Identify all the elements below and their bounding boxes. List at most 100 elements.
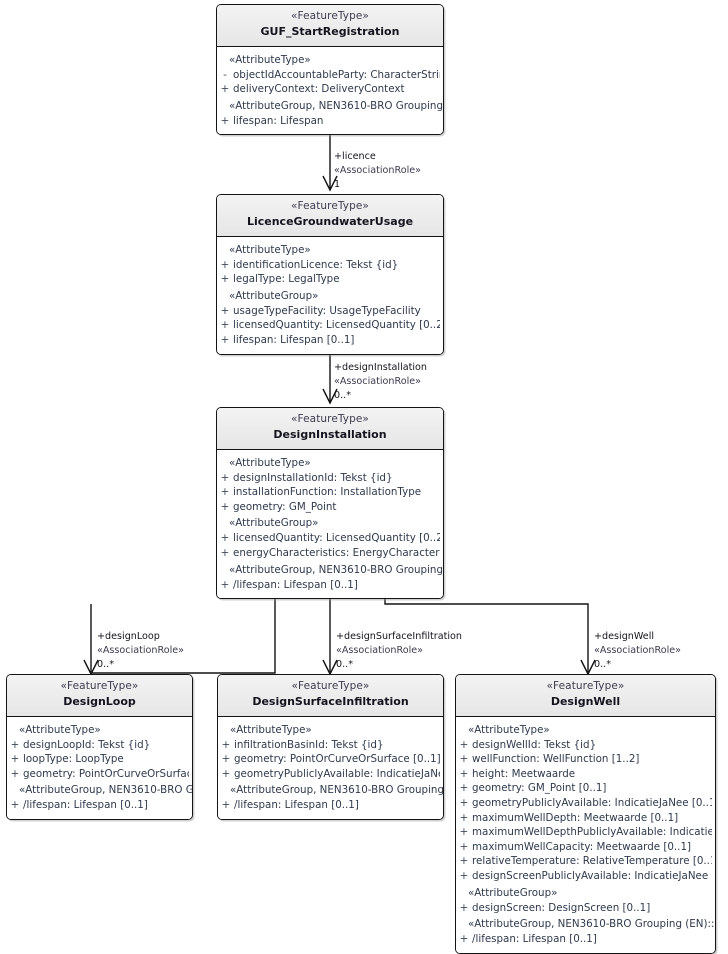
- attribute-signature: objectIdAccountableParty: CharacterStrin…: [233, 68, 440, 81]
- class-box-licencegroundwaterusage[interactable]: «FeatureType» LicenceGroundwaterUsage «A…: [216, 194, 444, 355]
- attribute-row[interactable]: + usageTypeFacility: UsageTypeFacility: [217, 304, 443, 319]
- attribute-row[interactable]: + designScreen: DesignScreen [0..1]: [456, 901, 715, 916]
- attribute-row[interactable]: + legalType: LegalType: [217, 272, 443, 287]
- visibility-marker: +: [459, 855, 469, 868]
- class-stereotype: «FeatureType»: [291, 680, 370, 692]
- visibility-marker: +: [459, 933, 469, 946]
- attribute-row[interactable]: + maximumWellDepthPubliclyAvailable: Ind…: [456, 825, 715, 840]
- visibility-marker: +: [459, 870, 469, 883]
- association-stereotype: «AssociationRole»: [334, 375, 422, 387]
- attribute-row[interactable]: + geometry: GM_Point [0..1]: [456, 781, 715, 796]
- attribute-signature: designScreenPubliclyAvailable: Indicatie…: [472, 870, 712, 883]
- attribute-row[interactable]: + geometry: GM_Point: [217, 500, 443, 515]
- attribute-signature: geometry: GM_Point: [233, 500, 337, 513]
- association-role-name: +designInstallation: [334, 362, 428, 373]
- visibility-marker: -: [223, 68, 227, 81]
- attribute-signature: lifespan: Lifespan: [233, 114, 324, 127]
- class-box-designloop[interactable]: «FeatureType» DesignLoop «AttributeType»…: [6, 674, 193, 821]
- attribute-row[interactable]: + licensedQuantity: LicensedQuantity [0.…: [217, 531, 443, 546]
- attribute-row[interactable]: + energyCharacteristics: EnergyCharacter…: [217, 546, 443, 561]
- class-body: «AttributeType» + designInstallationId: …: [217, 449, 443, 599]
- class-stereotype: «FeatureType»: [291, 413, 369, 425]
- attribute-row[interactable]: + /lifespan: Lifespan [0..1]: [218, 798, 443, 813]
- class-header: «FeatureType» DesignSurfaceInfiltration: [218, 675, 443, 717]
- arrowhead-designsurfaceinfiltration: [322, 659, 338, 676]
- association-multiplicity: 0..*: [336, 658, 353, 670]
- visibility-marker: +: [459, 811, 469, 824]
- association-multiplicity: 1: [334, 178, 341, 190]
- attribute-group-label: «AttributeType»: [229, 456, 311, 469]
- attribute-row[interactable]: - objectIdAccountableParty: CharacterStr…: [217, 68, 443, 83]
- association-stereotype: «AssociationRole»: [336, 644, 424, 656]
- attribute-group-label: «AttributeGroup, NEN3610-BRO Grouping (E…: [468, 918, 715, 931]
- attribute-row[interactable]: + /lifespan: Lifespan [0..1]: [7, 798, 192, 813]
- attribute-signature: geometryPubliclyAvailable: IndicatieJaNe…: [472, 797, 712, 810]
- association-role-name: +designLoop: [97, 631, 160, 642]
- attribute-signature: maximumWellCapacity: Meetwaarde [0..1]: [472, 840, 692, 853]
- attribute-row[interactable]: + relativeTemperature: RelativeTemperatu…: [456, 854, 715, 869]
- attribute-signature: /lifespan: Lifespan [0..1]: [23, 799, 148, 812]
- attribute-row[interactable]: + identificationLicence: Tekst {id}: [217, 258, 443, 273]
- attribute-row[interactable]: + lifespan: Lifespan [0..1]: [217, 333, 443, 348]
- attribute-signature: geometryPubliclyAvailable: IndicatieJaNe…: [234, 767, 440, 780]
- association-stereotype: «AssociationRole»: [97, 644, 185, 656]
- visibility-marker: +: [459, 901, 469, 914]
- visibility-marker: +: [221, 799, 231, 812]
- attribute-row[interactable]: + /lifespan: Lifespan [0..1]: [456, 932, 715, 947]
- attribute-signature: wellFunction: WellFunction [1..2]: [472, 753, 640, 766]
- attribute-row[interactable]: + designInstallationId: Tekst {id}: [217, 471, 443, 486]
- attribute-signature: /lifespan: Lifespan [0..1]: [472, 933, 597, 946]
- visibility-marker: +: [220, 273, 230, 286]
- attribute-signature: geometry: PointOrCurveOrSurface [0..1]: [23, 767, 189, 780]
- attribute-row[interactable]: + deliveryContext: DeliveryContext: [217, 82, 443, 97]
- class-body: «AttributeType» + designWellId: Tekst {i…: [456, 716, 715, 953]
- class-name: DesignWell: [550, 694, 621, 708]
- attribute-group-label: «AttributeGroup, NEN3610-BRO Grouping (E…: [229, 99, 443, 112]
- attribute-row[interactable]: + designLoopId: Tekst {id}: [7, 738, 192, 753]
- attribute-row[interactable]: + wellFunction: WellFunction [1..2]: [456, 752, 715, 767]
- class-box-designwell[interactable]: «FeatureType» DesignWell «AttributeType»…: [455, 674, 716, 954]
- attribute-row[interactable]: + infiltrationBasinId: Tekst {id}: [218, 738, 443, 753]
- attribute-row[interactable]: + height: Meetwaarde: [456, 767, 715, 782]
- attribute-row[interactable]: + maximumWellDepth: Meetwaarde [0..1]: [456, 811, 715, 826]
- attribute-row[interactable]: + loopType: LoopType: [7, 752, 192, 767]
- class-box-guf-startregistration[interactable]: «FeatureType» GUF_StartRegistration «Att…: [216, 4, 444, 136]
- attribute-group-label: «AttributeType»: [230, 723, 312, 736]
- attribute-group-label: «AttributeGroup, NEN3610-BRO Grouping (E…: [229, 563, 443, 576]
- attribute-signature: licensedQuantity: LicensedQuantity [0..2…: [233, 532, 440, 545]
- attribute-row[interactable]: + designScreenPubliclyAvailable: Indicat…: [456, 869, 715, 884]
- attribute-row[interactable]: + installationFunction: InstallationType: [217, 485, 443, 500]
- attribute-signature: lifespan: Lifespan [0..1]: [233, 334, 355, 347]
- class-box-designsurfaceinfiltration[interactable]: «FeatureType» DesignSurfaceInfiltration …: [217, 674, 444, 821]
- association-stereotype: «AssociationRole»: [594, 644, 682, 656]
- visibility-marker: +: [220, 486, 230, 499]
- class-header: «FeatureType» DesignWell: [456, 675, 715, 717]
- visibility-marker: +: [220, 471, 230, 484]
- visibility-marker: +: [221, 738, 231, 751]
- attribute-signature: deliveryContext: DeliveryContext: [233, 83, 405, 96]
- association-role-name: +licence: [334, 151, 376, 162]
- association-multiplicity: 0..*: [334, 389, 351, 401]
- attribute-row[interactable]: + /lifespan: Lifespan [0..1]: [217, 578, 443, 593]
- class-box-designinstallation[interactable]: «FeatureType» DesignInstallation «Attrib…: [216, 407, 444, 600]
- attribute-group-label: «AttributeType»: [229, 53, 311, 66]
- attribute-row[interactable]: + licensedQuantity: LicensedQuantity [0.…: [217, 318, 443, 333]
- class-name: GUF_StartRegistration: [260, 24, 400, 38]
- attribute-row[interactable]: + geometryPubliclyAvailable: IndicatieJa…: [218, 767, 443, 782]
- visibility-marker: +: [459, 826, 469, 839]
- attribute-row[interactable]: + geometry: PointOrCurveOrSurface [0..1]: [218, 752, 443, 767]
- visibility-marker: +: [459, 840, 469, 853]
- attribute-row[interactable]: + maximumWellCapacity: Meetwaarde [0..1]: [456, 840, 715, 855]
- attribute-group-label: «AttributeGroup»: [468, 886, 558, 899]
- attribute-signature: loopType: LoopType: [23, 753, 124, 766]
- attribute-signature: maximumWellDepth: Meetwaarde [0..1]: [472, 811, 679, 824]
- attribute-signature: legalType: LegalType: [233, 273, 340, 286]
- visibility-marker: +: [221, 767, 231, 780]
- attribute-row[interactable]: + geometryPubliclyAvailable: IndicatieJa…: [456, 796, 715, 811]
- attribute-row[interactable]: + geometry: PointOrCurveOrSurface [0..1]: [7, 767, 192, 782]
- attribute-row[interactable]: + lifespan: Lifespan: [217, 114, 443, 129]
- attribute-row[interactable]: + designWellId: Tekst {id}: [456, 738, 715, 753]
- attribute-signature: relativeTemperature: RelativeTemperature…: [472, 855, 712, 868]
- attribute-signature: height: Meetwaarde: [472, 767, 576, 780]
- visibility-marker: +: [459, 738, 469, 751]
